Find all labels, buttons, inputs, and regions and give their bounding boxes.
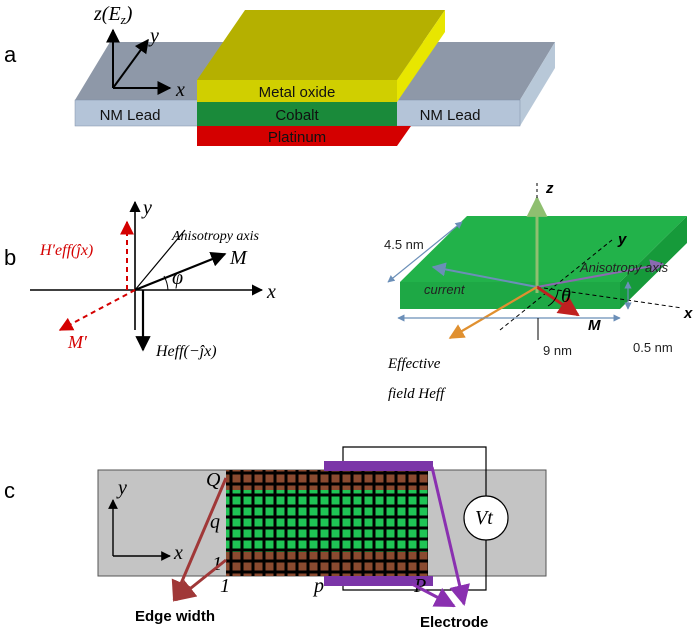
- br-width-dim: [387, 221, 463, 283]
- oxide-side: [397, 10, 445, 102]
- b-M-prime-vector: [58, 289, 136, 331]
- br-x-axis: [536, 286, 683, 309]
- platinum-label: Platinum: [268, 129, 326, 146]
- br-M-label: M: [588, 317, 601, 334]
- br-M-arrow: [536, 285, 580, 317]
- platinum-layer: [197, 126, 397, 146]
- c-edge-arrow-bottom: [174, 558, 227, 602]
- lead-strip-side: [520, 42, 555, 126]
- lead-right-label: NM Lead: [420, 107, 481, 124]
- b-M-label: M: [229, 247, 248, 269]
- panel-b-right: z y x current Anisotropy axis M θ Effect…: [384, 180, 693, 402]
- platinum-side: [397, 126, 411, 146]
- c-edge-bottom: [226, 552, 428, 576]
- b-anisotropy-axis: [134, 229, 186, 291]
- panel-a: a Metal oxide Cobalt Platinum NM Lead NM…: [4, 3, 555, 146]
- panel-b-label: b: [4, 245, 16, 270]
- a-z-label: z(Ez): [93, 3, 133, 27]
- c-x-label: x: [173, 542, 183, 564]
- cobalt-label: Cobalt: [275, 107, 319, 124]
- c-y-label: y: [116, 477, 127, 499]
- b-phi-arc: [163, 275, 169, 291]
- br-effective-label-2: field Heff: [388, 386, 446, 402]
- b-H-prime-label: H′eff(ĵx): [39, 242, 93, 259]
- br-thickness-label: 0.5 nm: [633, 340, 673, 355]
- c-circuit-top: [342, 446, 487, 497]
- b-H-label: Heff(−ĵx): [155, 343, 217, 360]
- b-M-prime-label: M′: [67, 332, 88, 352]
- br-width-label: 4.5 nm: [384, 237, 424, 252]
- c-electrode-arrow-bottom: [411, 582, 456, 608]
- br-current-label: current: [424, 282, 466, 297]
- c-p-label: p: [312, 575, 324, 597]
- a-y-label: y: [148, 25, 159, 47]
- b-phi-label: φ: [172, 267, 183, 289]
- c-1-bottom-label: 1: [220, 575, 230, 597]
- br-length-label: 9 nm: [543, 343, 572, 358]
- panel-c: c Vt y x Q q 1 1 p P Edge width Electrod…: [4, 446, 547, 631]
- oxide-label: Metal oxide: [259, 84, 336, 101]
- c-electrode-arrow-top: [430, 466, 470, 607]
- b-M-vector: [134, 251, 227, 292]
- panel-c-label: c: [4, 478, 15, 503]
- br-theta-label: θ: [561, 285, 571, 307]
- c-circuit-bottom: [342, 540, 487, 591]
- br-theta-arc: [547, 289, 559, 307]
- cobalt-layer: [197, 102, 397, 126]
- c-vt-label: Vt: [475, 507, 493, 529]
- c-electrode-label: Electrode: [420, 614, 488, 631]
- c-P-label: P: [413, 575, 426, 597]
- panel-a-label: a: [4, 42, 17, 67]
- a-y-axis: [112, 38, 149, 89]
- b-anisotropy-label: Anisotropy axis: [171, 229, 260, 244]
- br-z-label: z: [545, 180, 554, 197]
- panel-b-left: b x y Anisotropy axis M φ M′ H′eff(ĵx) H…: [4, 197, 276, 360]
- br-anisotropy-arrow: [536, 259, 665, 288]
- br-x-label: x: [683, 305, 693, 322]
- c-edge-top: [226, 470, 428, 490]
- br-y-label: y: [617, 231, 627, 248]
- c-electrode-bottom: [324, 576, 433, 586]
- b-y-label: y: [141, 197, 152, 219]
- br-effective-label-1: Effective: [387, 356, 441, 372]
- br-anisotropy-label: Anisotropy axis: [579, 260, 669, 275]
- c-Q-label: Q: [206, 469, 221, 491]
- oxide-layer: [197, 80, 397, 102]
- c-edge-arrow-top: [171, 477, 228, 602]
- a-x-label: x: [175, 79, 185, 101]
- b-x-label: x: [266, 281, 276, 303]
- c-1-left-label: 1: [212, 553, 222, 575]
- br-Heff-arrow: [448, 286, 538, 339]
- c-q-label: q: [210, 511, 220, 533]
- c-center-grid: [226, 490, 428, 552]
- c-electrode-top: [324, 461, 433, 471]
- c-voltmeter: [463, 495, 509, 541]
- slab-top: [400, 216, 687, 282]
- c-edge-width-label: Edge width: [135, 608, 215, 625]
- oxide-top: [197, 10, 445, 80]
- lead-left-label: NM Lead: [100, 107, 161, 124]
